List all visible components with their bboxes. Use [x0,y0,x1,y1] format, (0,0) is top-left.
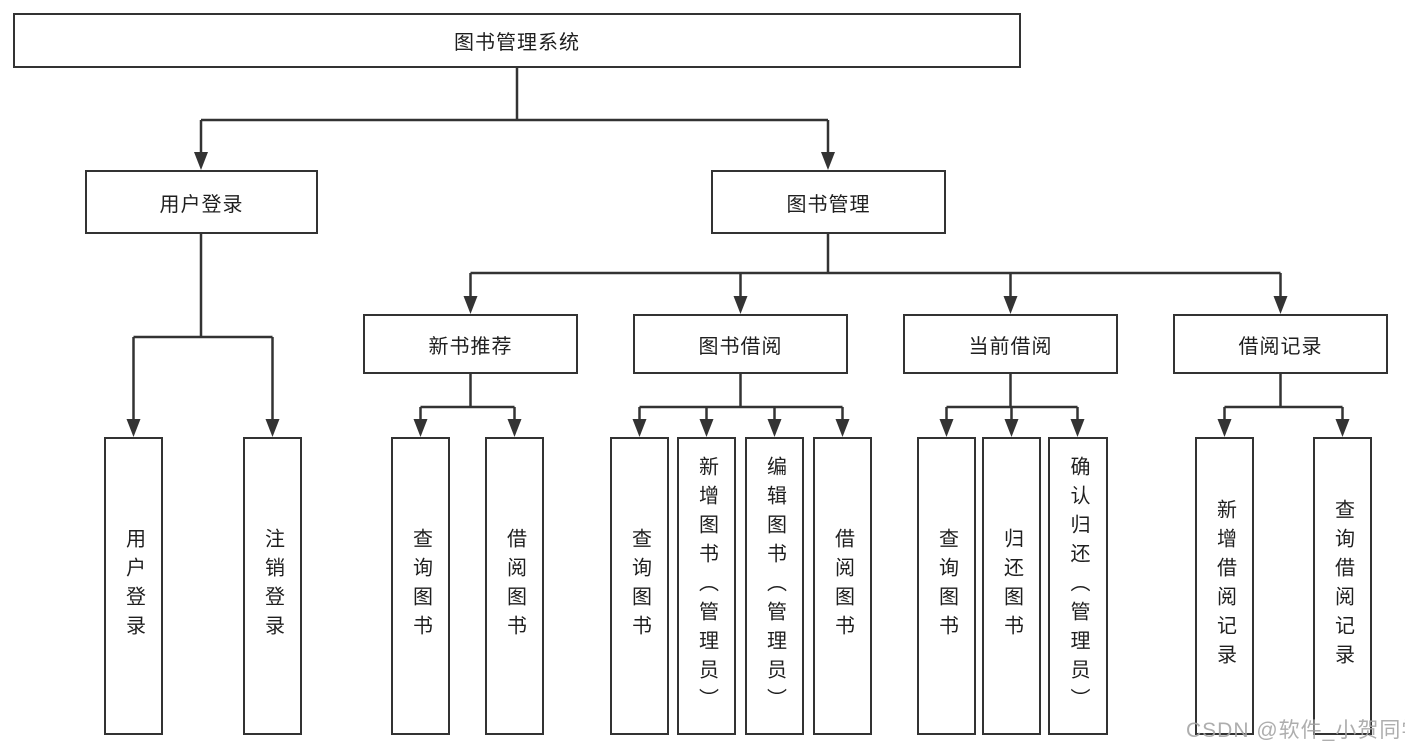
node-user-login: 用户登录 [85,170,318,234]
node-borrow-record: 借阅记录 [1173,314,1388,374]
node-label: 查询借阅记录 [1331,499,1354,673]
node-label: 查询图书 [409,528,432,644]
node-label: 用户登录 [122,528,145,644]
node-root-library-management-system: 图书管理系统 [13,13,1021,68]
leaf-newbook-borrow-book: 借阅图书 [485,437,544,735]
connector-root-to-level2 [199,68,830,153]
csdn-watermark: CSDN @软件_小贺同学 [1186,719,1405,742]
node-new-book-recommend: 新书推荐 [363,314,578,374]
leaf-record-query-borrow-record: 查询借阅记录 [1313,437,1372,735]
connector-book-borrow-to-leaves [638,374,844,420]
leaf-borrow-query-book: 查询图书 [610,437,669,735]
arrow-down-icon [413,419,428,437]
arrow-down-icon [1335,419,1350,437]
arrow-down-icon [463,296,478,314]
connector-book-mgmt-to-level3 [469,234,1282,297]
node-label: 归还图书 [1000,528,1023,644]
arrow-down-icon [194,152,208,170]
leaf-logout-login: 注销登录 [243,437,302,735]
leaf-borrow-edit-book-admin: 编辑图书（管理员） [745,437,804,735]
leaf-current-confirm-return-admin: 确认归还（管理员） [1048,437,1108,735]
node-book-borrow: 图书借阅 [633,314,848,374]
node-current-borrow: 当前借阅 [903,314,1118,374]
node-label: 编辑图书（管理员） [763,455,786,717]
arrow-down-icon [1003,296,1018,314]
leaf-record-add-borrow-record: 新增借阅记录 [1195,437,1254,735]
arrow-down-icon [733,296,748,314]
node-label: 借阅图书 [831,528,854,644]
arrow-down-icon [507,419,522,437]
leaf-newbook-query-book: 查询图书 [391,437,450,735]
leaf-user-login: 用户登录 [104,437,163,735]
node-label: 查询图书 [935,528,958,644]
arrowheads [126,152,1350,437]
node-label: 借阅记录 [1238,335,1323,358]
arrow-down-icon [1217,419,1232,437]
arrow-down-icon [1273,296,1288,314]
node-label: 图书管理系统 [454,32,580,54]
arrow-down-icon [767,419,782,437]
connector-current-borrow-to-leaves [945,374,1079,420]
node-label: 用户登录 [159,193,244,216]
leaf-borrow-add-book-admin: 新增图书（管理员） [677,437,736,735]
node-label: 当前借阅 [968,335,1053,358]
arrow-down-icon [1004,419,1019,437]
connector-user-login-to-leaves [132,234,274,420]
arrow-down-icon [939,419,954,437]
arrow-down-icon [699,419,714,437]
arrow-down-icon [821,152,835,170]
arrow-down-icon [126,419,141,437]
leaf-current-query-book: 查询图书 [917,437,976,735]
node-label: 确认归还（管理员） [1067,455,1089,717]
arrow-down-icon [265,419,280,437]
node-label: 注销登录 [261,528,284,644]
node-label: 新增图书（管理员） [695,455,718,717]
node-book-management: 图书管理 [711,170,946,234]
node-label: 图书管理 [786,193,871,216]
connector-new-book-to-leaves [419,374,516,420]
leaf-current-return-book: 归还图书 [982,437,1041,735]
node-label: 图书借阅 [698,335,783,358]
arrow-down-icon [1070,419,1085,437]
node-label: 新增借阅记录 [1213,499,1236,673]
node-label: 借阅图书 [503,528,526,644]
node-label: 查询图书 [628,528,651,644]
connector-borrow-record-to-leaves [1223,374,1344,420]
arrow-down-icon [835,419,850,437]
arrow-down-icon [632,419,647,437]
leaf-borrow-borrow-book: 借阅图书 [813,437,872,735]
node-label: 新书推荐 [428,335,513,358]
